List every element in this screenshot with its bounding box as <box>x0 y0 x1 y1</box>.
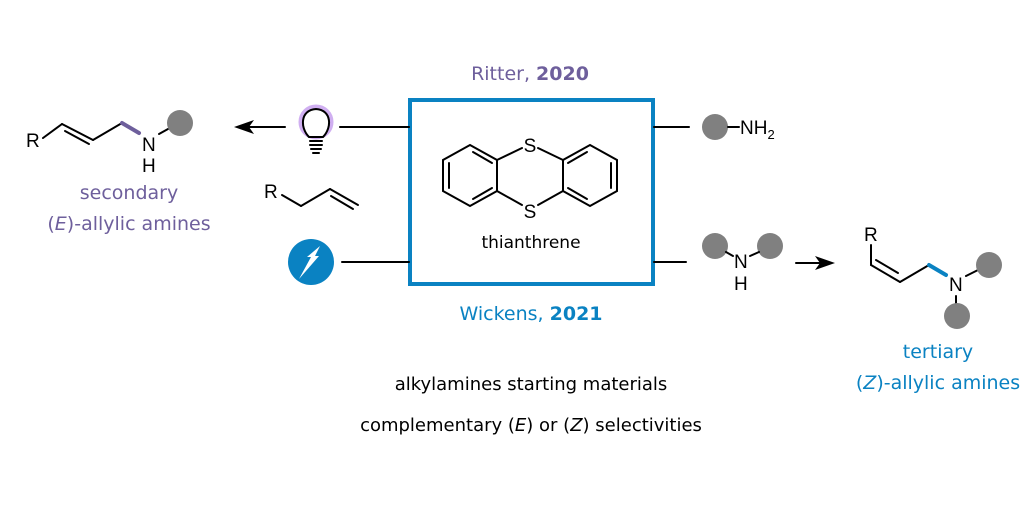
right-product-label-line2: (Z)-allylic amines <box>856 372 1020 394</box>
svg-text:R: R <box>264 182 278 203</box>
lightbulb-icon <box>298 104 334 154</box>
summary-line2: complementary (E) or (Z) selectivities <box>360 415 702 436</box>
summary-line1: alkylamines starting materials <box>395 374 668 395</box>
arrow-to-left-product <box>234 120 286 134</box>
electrochemistry-bolt-icon <box>288 239 334 285</box>
tertiary-z-allylic-amine-structure: R N <box>864 225 1002 329</box>
left-product-label-line1: secondary <box>80 182 178 204</box>
svg-text:S: S <box>524 202 537 223</box>
secondary-amine-structure: N H <box>702 233 783 295</box>
svg-text:N: N <box>949 275 963 296</box>
svg-text:N: N <box>734 252 748 273</box>
left-product-label-line2: (E)-allylic amines <box>47 213 210 235</box>
svg-text:NH2: NH2 <box>740 118 775 142</box>
thianthrene-label: thianthrene <box>481 233 580 253</box>
arrow-to-right-product <box>795 256 835 270</box>
svg-text:H: H <box>734 274 748 295</box>
ritter-label: Ritter, 2020 <box>471 63 589 85</box>
svg-text:R: R <box>26 131 40 152</box>
thianthrene-structure: S S <box>442 136 618 223</box>
svg-text:N: N <box>142 135 156 156</box>
alkene-reagent-structure: R <box>264 182 359 210</box>
svg-text:R: R <box>864 225 878 246</box>
secondary-e-allylic-amine-structure: R N H <box>26 110 193 177</box>
wickens-label: Wickens, 2021 <box>459 303 602 325</box>
substituent-circle <box>167 110 193 136</box>
svg-text:H: H <box>142 156 156 177</box>
svg-text:S: S <box>524 136 537 157</box>
primary-amine-structure: NH2 <box>702 114 775 142</box>
right-product-label-line1: tertiary <box>903 341 973 363</box>
thianthrene-box <box>408 98 655 286</box>
